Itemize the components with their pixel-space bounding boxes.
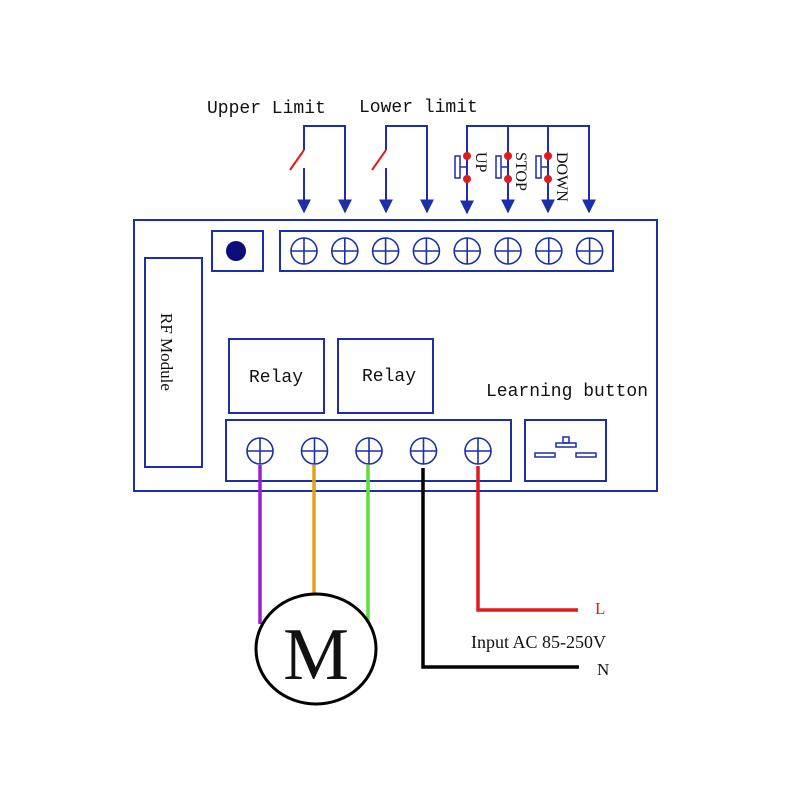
lower-limit-lever-icon — [371, 149, 387, 171]
stop-label: STOP — [512, 152, 529, 191]
live-label: L — [595, 599, 605, 618]
rf-module-label: RF Module — [157, 313, 176, 391]
motor-circle — [254, 592, 378, 706]
top-terminal-screw-icon — [575, 237, 604, 265]
indicator-led-icon — [226, 241, 246, 261]
lower-limit-switch — [371, 125, 434, 214]
upper-limit-lever-icon — [289, 149, 305, 171]
bottom-terminal-screws — [246, 437, 492, 465]
top-terminal-screw-icon — [371, 237, 400, 265]
up-button-icon — [454, 152, 471, 183]
top-terminal-screw-icon — [330, 237, 359, 265]
relay-2 — [337, 338, 434, 414]
wire-black-neutral — [421, 468, 579, 669]
top-terminal-screws — [290, 237, 604, 265]
top-terminal-screw-icon — [412, 237, 441, 265]
bottom-terminal-screw-icon — [300, 437, 329, 465]
top-terminal-screw-icon — [290, 237, 318, 265]
top-terminal-screw-icon — [534, 237, 563, 265]
top-terminal-screw-icon — [453, 237, 482, 265]
indicator-box — [211, 230, 264, 272]
learning-button — [524, 419, 607, 482]
control-buttons: UP STOP DOWN — [454, 125, 596, 215]
bottom-terminal-screw-icon — [409, 437, 438, 465]
learning-button-label: Learning button — [486, 382, 648, 402]
neutral-label: N — [597, 660, 609, 679]
motor-label: M — [283, 614, 349, 696]
upper-limit-label: Upper Limit — [207, 99, 326, 119]
top-terminal-block — [279, 230, 614, 272]
learning-button-icon — [534, 436, 597, 458]
top-terminal-screw-icon — [494, 237, 522, 265]
stop-button-icon — [495, 152, 512, 183]
controller-board — [133, 219, 658, 492]
bottom-terminal-screw-icon — [464, 437, 492, 465]
rf-module — [144, 257, 203, 468]
down-button-icon — [535, 152, 552, 183]
input-voltage-label: Input AC 85-250V — [471, 632, 606, 652]
bottom-terminal-screw-icon — [246, 437, 274, 465]
relay-1-label: Relay — [249, 368, 303, 388]
wire-red-live — [476, 466, 578, 612]
bottom-terminal-screw-icon — [355, 437, 383, 465]
relay-1 — [228, 338, 325, 414]
up-label: UP — [472, 152, 489, 173]
relay-2-label: Relay — [362, 367, 416, 387]
upper-limit-switch — [289, 125, 352, 214]
down-label: DOWN — [553, 152, 570, 202]
lower-limit-label: Lower limit — [359, 98, 478, 118]
